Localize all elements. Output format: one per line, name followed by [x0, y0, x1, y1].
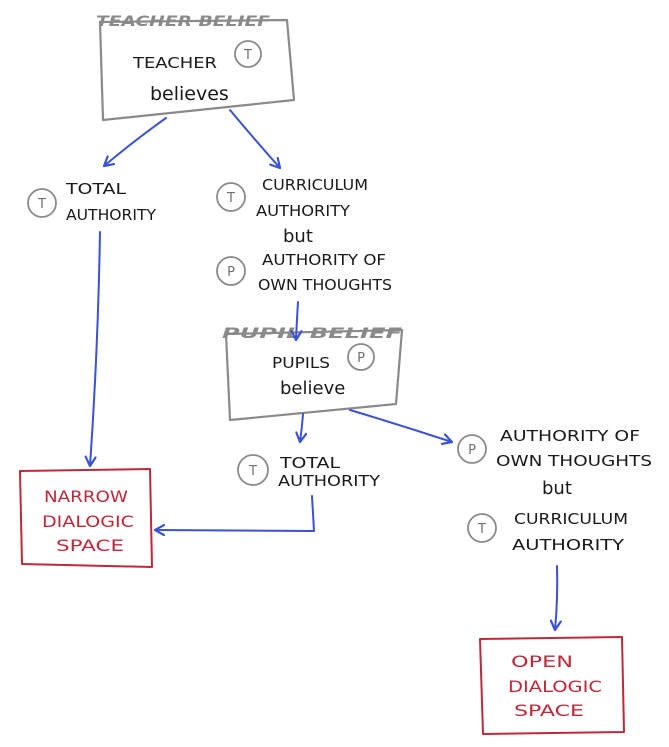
teacher-total-badge-icon: T — [27, 188, 57, 218]
pupil-own-thoughts-badge-icon: P — [457, 434, 487, 464]
narrow-line1: NARROW — [44, 487, 128, 506]
pupil-badge-icon: P — [347, 343, 375, 371]
open-line1: OPEN — [511, 652, 573, 671]
pupil-belief-box — [224, 328, 404, 422]
teacher-own-thoughts-badge-letter: P — [227, 265, 235, 280]
pupil-total-badge-letter: T — [248, 464, 257, 479]
open-dialogic-space-group: OPEN DIALOGIC SPACE — [479, 636, 625, 735]
narrow-dialogic-space-box — [19, 468, 153, 568]
narrow-dialogic-space-group: NARROW DIALOGIC SPACE — [19, 468, 153, 568]
pupil-badge-letter: P — [357, 351, 365, 366]
pupil-curriculum-badge-icon: T — [467, 513, 497, 543]
pupil-own-thoughts-line2: OWN THOUGHTS — [496, 452, 652, 470]
teacher-curriculum-line1: CURRICULUM — [262, 176, 368, 194]
arrow-total-to-narrow — [90, 231, 101, 466]
teacher-total-authority-group: T TOTAL AUTHORITY — [27, 180, 157, 224]
teacher-own-thoughts-line1: AUTHORITY OF — [262, 251, 386, 269]
pupil-belief-line1: PUPILS — [272, 354, 330, 372]
arrow-pupil-total-to-narrow — [155, 495, 315, 531]
pupil-own-thoughts-line1: AUTHORITY OF — [500, 427, 640, 445]
pupil-own-thoughts-group: P AUTHORITY OF OWN THOUGHTS but T CURRIC… — [457, 427, 652, 554]
open-dialogic-space-box — [479, 636, 625, 735]
open-line2: DIALOGIC — [508, 677, 602, 696]
arrow-teacher-to-total — [104, 117, 167, 166]
arrow-pupil-to-total — [300, 413, 303, 442]
teacher-curriculum-badge-icon: T — [216, 182, 246, 212]
teacher-badge-letter: T — [243, 48, 252, 63]
teacher-belief-line2: believes — [150, 83, 229, 105]
arrow-pupil-to-own-thoughts — [349, 409, 452, 442]
open-line3: SPACE — [514, 701, 584, 720]
teacher-belief-line1: TEACHER — [132, 54, 217, 72]
pupil-belief-group: PUPIL BELIEF PUPILS believe P — [222, 326, 404, 422]
teacher-total-badge-letter: T — [37, 197, 46, 212]
teacher-curriculum-badge-letter: T — [226, 191, 235, 206]
pupil-own-thoughts-badge-letter: P — [468, 443, 476, 458]
arrow-thoughts-to-pupil — [296, 301, 298, 340]
arrow-teacher-to-curriculum — [229, 109, 280, 168]
teacher-curriculum-group: T CURRICULUM AUTHORITY but P AUTHORITY O… — [216, 176, 392, 294]
narrow-line3: SPACE — [56, 536, 124, 555]
narrow-line2: DIALOGIC — [42, 512, 134, 531]
teacher-badge-icon: T — [234, 40, 262, 68]
pupil-total-authority-group: T TOTAL AUTHORITY — [237, 454, 381, 490]
pupil-own-thoughts-but: but — [542, 478, 572, 499]
teacher-belief-group: TEACHER BELIEF TEACHER believes T — [96, 14, 296, 122]
pupil-total-line2: AUTHORITY — [278, 472, 381, 490]
arrow-curriculum-to-open — [555, 565, 557, 630]
teacher-curriculum-line2: AUTHORITY — [256, 202, 351, 220]
teacher-curriculum-but: but — [283, 226, 313, 247]
pupil-total-line1: TOTAL — [279, 454, 341, 472]
teacher-belief-box — [98, 18, 296, 122]
teacher-total-line1: TOTAL — [65, 180, 127, 198]
pupil-curriculum-line1: CURRICULUM — [514, 510, 628, 528]
pupil-curriculum-badge-letter: T — [477, 522, 486, 537]
teacher-total-line2: AUTHORITY — [66, 206, 157, 224]
pupil-curriculum-line2: AUTHORITY — [512, 536, 625, 554]
teacher-own-thoughts-line2: OWN THOUGHTS — [258, 276, 392, 294]
pupil-total-badge-icon: T — [237, 454, 269, 486]
arrows — [90, 109, 557, 630]
pupil-belief-line2: believe — [280, 378, 345, 399]
teacher-own-thoughts-badge-icon: P — [216, 256, 246, 286]
